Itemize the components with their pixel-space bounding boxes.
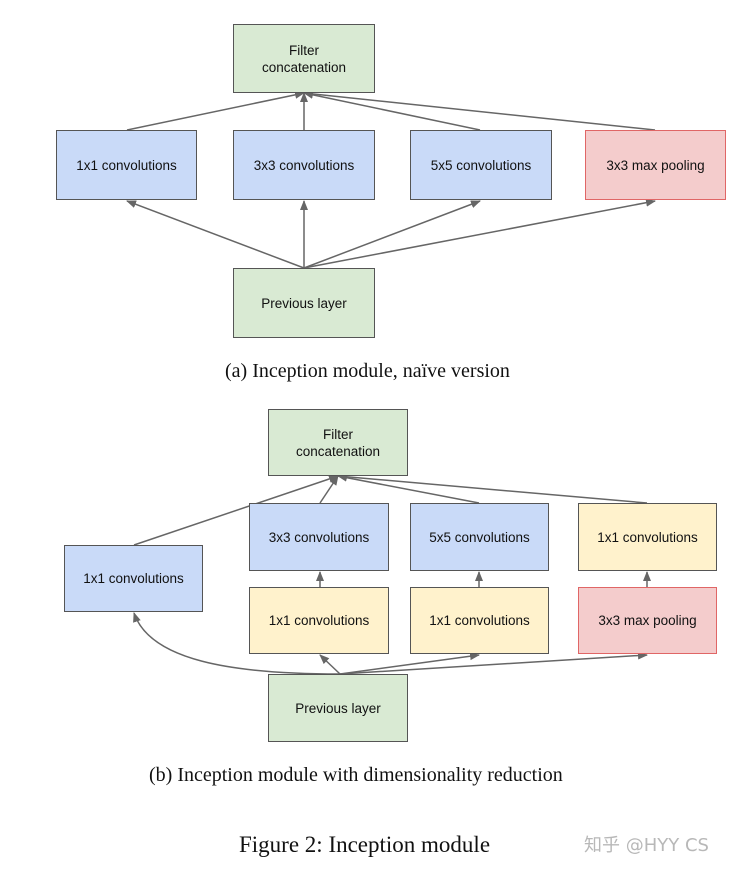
arrow-b-conv1pool-to-filter (337, 472, 648, 504)
arrow-b-prev-to-reduce3 (319, 654, 341, 675)
watermark: 知乎 @HYY CS (584, 835, 709, 856)
a-max-pooling-box: 3x3 max pooling (585, 130, 726, 200)
arrow-a-prev-to-conv1 (126, 200, 305, 269)
a-previous-layer-box: Previous layer (233, 268, 375, 338)
a-conv3-box: 3x3 convolutions (233, 130, 375, 200)
a-conv5-box: 5x5 convolutions (410, 130, 552, 200)
arrow-b-prev-to-reduce5 (339, 652, 480, 675)
arrow-a-conv1-to-filter (126, 90, 305, 131)
b-filter-concatenation-box: Filter concatenation (268, 409, 408, 476)
b-reduce5-box: 1x1 convolutions (410, 587, 549, 654)
b-conv1-after-pool-box: 1x1 convolutions (578, 503, 717, 571)
b-conv5-box: 5x5 convolutions (410, 503, 549, 571)
figure-caption: Figure 2: Inception module (239, 832, 491, 857)
arrow-a-conv5-to-filter (303, 90, 481, 131)
arrow-a-pool-to-filter (303, 89, 656, 131)
b-caption: (b) Inception module with dimensionality… (149, 764, 563, 786)
arrow-b-conv1-to-filter (133, 475, 339, 546)
arrow-b-prev-to-conv1 (133, 612, 341, 675)
a-filter-concatenation-box: Filter concatenation (233, 24, 375, 93)
arrow-a-prev-to-pool (303, 198, 656, 269)
b-reduce3-box: 1x1 convolutions (249, 587, 389, 654)
arrow-a-prev-to-conv5 (303, 200, 481, 269)
b-previous-layer-box: Previous layer (268, 674, 408, 742)
arrow-b-conv3-to-filter (319, 475, 339, 504)
arrow-b-conv5-to-filter (337, 473, 480, 504)
a-caption: (a) Inception module, naïve version (225, 360, 510, 382)
arrow-b-prev-to-pool (339, 651, 648, 675)
a-conv1-box: 1x1 convolutions (56, 130, 197, 200)
b-max-pooling-box: 3x3 max pooling (578, 587, 717, 654)
b-conv1-box: 1x1 convolutions (64, 545, 203, 612)
b-conv3-box: 3x3 convolutions (249, 503, 389, 571)
